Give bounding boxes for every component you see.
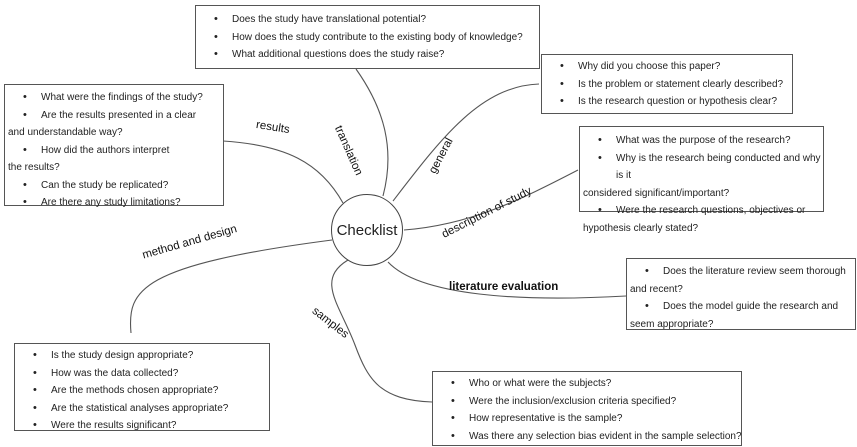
list-item: Was there any selection bias evident in … xyxy=(433,428,742,446)
list-item: Is the study design appropriate? xyxy=(15,347,269,365)
list-item: What additional questions does the study… xyxy=(196,46,539,64)
list-item: Does the model guide the research andsee… xyxy=(627,298,855,333)
list-item: Why did you choose this paper? xyxy=(542,58,792,76)
connector-method xyxy=(129,239,333,334)
list-item: What was the purpose of the research? xyxy=(580,132,823,150)
list-item: Is the research question or hypothesis c… xyxy=(542,93,792,111)
samples-box: Who or what were the subjects? Were the … xyxy=(432,371,742,446)
general-box: Why did you choose this paper? Is the pr… xyxy=(541,54,793,114)
connector-samples xyxy=(331,259,433,403)
literature-box: Does the literature review seem thorough… xyxy=(626,258,856,330)
list-item: Are the statistical analyses appropriate… xyxy=(15,400,269,418)
translation-box: Does the study have translational potent… xyxy=(195,5,540,69)
connector-description xyxy=(403,169,579,231)
list-item: Are there any study limitations? xyxy=(5,194,223,212)
results-box: What were the findings of the study? Are… xyxy=(4,84,224,211)
list-item: Who or what were the subjects? xyxy=(433,375,741,393)
list-item: Were the research questions, objectives … xyxy=(580,202,823,237)
list-item: Why is the research being conducted and … xyxy=(580,150,823,203)
connector-literature xyxy=(387,261,627,299)
list-item: Does the literature review seem thorough… xyxy=(627,263,855,298)
list-item: How does the study contribute to the exi… xyxy=(196,29,539,47)
connector-general xyxy=(392,83,540,202)
center-label: Checklist xyxy=(336,221,398,239)
list-item: Were the inclusion/exclusion criteria sp… xyxy=(433,393,741,411)
label-literature: literature evaluation xyxy=(449,281,559,293)
list-item: Are the results presented in a clearand … xyxy=(5,107,223,142)
list-item: Does the study have translational potent… xyxy=(196,11,539,29)
center-node: Checklist xyxy=(331,194,403,266)
method-box: Is the study design appropriate? How was… xyxy=(14,343,270,434)
list-item: How representative is the sample? xyxy=(433,410,741,428)
connector-results xyxy=(222,140,344,204)
list-item: Were the results significant? xyxy=(15,417,269,435)
description-box: What was the purpose of the research? Wh… xyxy=(579,126,824,234)
list-item: What were the findings of the study? xyxy=(5,89,223,107)
list-item: Are the methods chosen appropriate? xyxy=(15,382,269,400)
list-item: How was the data collected? xyxy=(15,365,269,383)
connector-translation xyxy=(355,68,389,197)
list-item: Can the study be replicated? xyxy=(5,177,223,195)
list-item: Is the problem or statement clearly desc… xyxy=(542,76,792,94)
